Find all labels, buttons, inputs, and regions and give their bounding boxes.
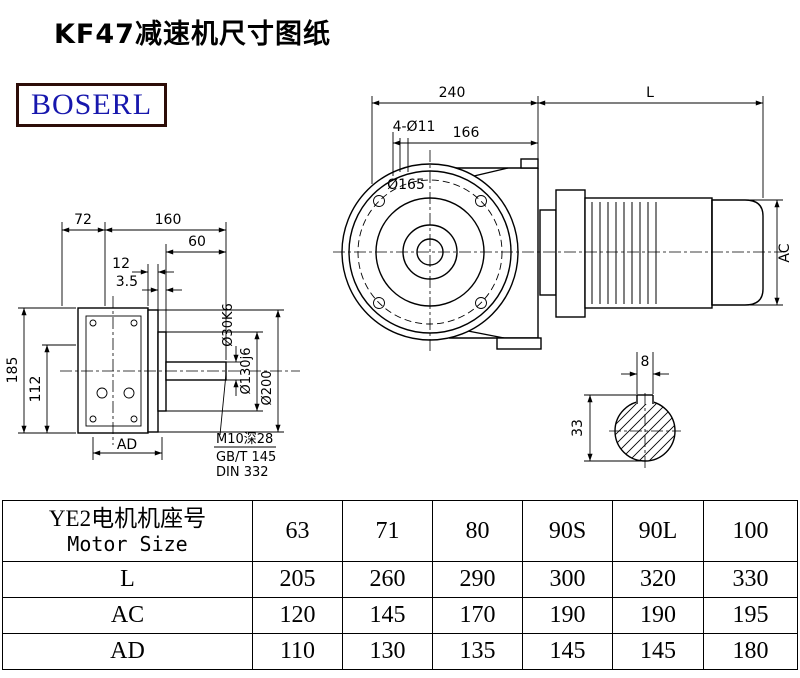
note-din: DIN 332 bbox=[216, 465, 269, 480]
flange-dia-label: Ø200 bbox=[260, 370, 275, 405]
flange-spigot bbox=[157, 331, 167, 412]
dim-AC-label: AC bbox=[777, 243, 793, 262]
cell-value: 290 bbox=[432, 561, 523, 598]
cell-value: 195 bbox=[703, 597, 798, 634]
motor-adapter bbox=[539, 209, 557, 296]
table-row-L: L 205 260 290 300 320 330 bbox=[2, 561, 798, 598]
note-gb: GB/T 145 bbox=[216, 450, 276, 465]
boserl-logo: BOSERL bbox=[16, 83, 168, 127]
cell-value: 330 bbox=[703, 561, 798, 598]
dim-3-5-label: 3.5 bbox=[116, 274, 138, 290]
motor-bell bbox=[555, 189, 586, 318]
bolt-hole bbox=[475, 195, 487, 207]
motor-size-header-cell: YE2电机机座号 Motor Size bbox=[2, 500, 253, 562]
cell-value: 300 bbox=[522, 561, 613, 598]
spigot-dia-label: Ø130j6 bbox=[239, 348, 254, 395]
cell-value: 170 bbox=[432, 597, 523, 634]
dim-166-label: 166 bbox=[453, 125, 480, 141]
bolt-circle-label: Ø165 bbox=[387, 177, 425, 193]
motor-size-table: YE2电机机座号 Motor Size 63 71 80 90S 90L 100… bbox=[2, 500, 798, 670]
bolt-hole bbox=[373, 195, 385, 207]
table-header-row: YE2电机机座号 Motor Size 63 71 80 90S 90L 100 bbox=[2, 500, 798, 562]
motor-size-value: 90L bbox=[612, 500, 704, 562]
dim-AD-label: AD bbox=[117, 437, 137, 453]
dim-key-width-label: 8 bbox=[641, 354, 650, 370]
table-row-AC: AC 120 145 170 190 190 195 bbox=[2, 597, 798, 634]
shaft-dia-label: Ø30K6 bbox=[221, 303, 236, 347]
row-label: L bbox=[2, 561, 253, 598]
note-tap: M10深28 bbox=[216, 432, 273, 447]
bolt-hole bbox=[373, 297, 385, 309]
dim-key-height-label: 33 bbox=[570, 419, 586, 437]
motor-size-label-en: Motor Size bbox=[67, 532, 188, 556]
cell-value: 190 bbox=[522, 597, 613, 634]
cell-value: 145 bbox=[342, 597, 433, 634]
cell-value: 120 bbox=[252, 597, 343, 634]
motor-size-value: 80 bbox=[432, 500, 523, 562]
cell-value: 260 bbox=[342, 561, 433, 598]
dim-60-label: 60 bbox=[188, 234, 206, 250]
holes-label: 4-Ø11 bbox=[393, 119, 436, 135]
bolt-hole bbox=[475, 297, 487, 309]
dim-240-label: 240 bbox=[439, 85, 466, 101]
motor-size-value: 71 bbox=[342, 500, 433, 562]
motor-size-value: 100 bbox=[703, 500, 798, 562]
cell-value: 130 bbox=[342, 633, 433, 670]
cell-value: 180 bbox=[703, 633, 798, 670]
cell-value: 205 bbox=[252, 561, 343, 598]
table-row-AD: AD 110 130 135 145 145 180 bbox=[2, 633, 798, 670]
dim-L-label: L bbox=[646, 85, 654, 101]
row-label: AD bbox=[2, 633, 253, 670]
dim-112-label: 112 bbox=[28, 376, 44, 403]
cell-value: 145 bbox=[612, 633, 704, 670]
front-view: 240 L 166 4-Ø11 Ø165 AC bbox=[333, 85, 793, 352]
dim-160-label: 160 bbox=[155, 212, 182, 228]
dim-185-label: 185 bbox=[5, 357, 21, 384]
motor-size-label-cn: YE2电机机座号 bbox=[48, 506, 207, 531]
cell-value: 320 bbox=[612, 561, 704, 598]
motor-fins bbox=[591, 202, 657, 304]
side-view: 72 160 60 12 3.5 185 112 AD Ø30K6 bbox=[5, 212, 300, 480]
row-label: AC bbox=[2, 597, 253, 634]
page-title: KF47减速机尺寸图纸 bbox=[54, 19, 331, 50]
shaft-hatching bbox=[615, 401, 675, 461]
motor-size-value: 63 bbox=[252, 500, 343, 562]
cell-value: 190 bbox=[612, 597, 704, 634]
boserl-logo-text: BOSERL bbox=[31, 88, 153, 121]
cell-value: 135 bbox=[432, 633, 523, 670]
cell-value: 145 bbox=[522, 633, 613, 670]
shaft-section-view: 8 33 bbox=[570, 352, 681, 469]
motor-size-value: 90S bbox=[522, 500, 613, 562]
technical-drawing: 240 L 166 4-Ø11 Ø165 AC 72 160 bbox=[5, 85, 793, 480]
motor-fan-cover bbox=[711, 199, 764, 306]
dim-12-label: 12 bbox=[112, 256, 130, 272]
dim-72-label: 72 bbox=[74, 212, 92, 228]
cell-value: 110 bbox=[252, 633, 343, 670]
